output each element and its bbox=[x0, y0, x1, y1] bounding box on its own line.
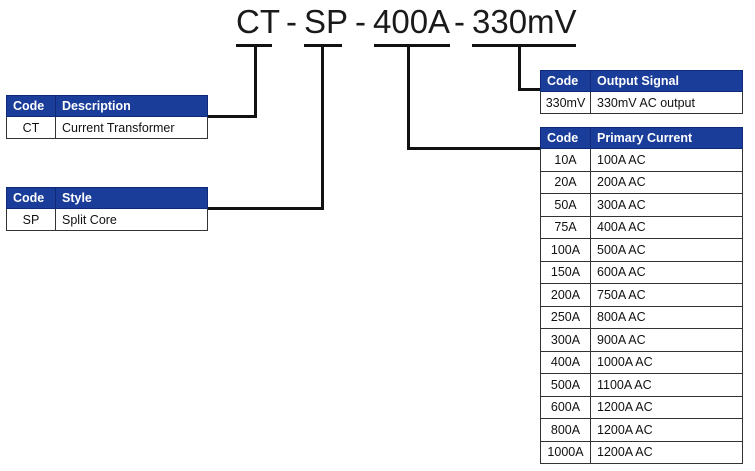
connector-ct bbox=[208, 115, 257, 118]
code-cell: 150A bbox=[540, 260, 591, 284]
code-cell: 600A bbox=[540, 395, 591, 419]
model-part-ct: CT bbox=[236, 3, 280, 40]
code-cell: 300A bbox=[540, 328, 591, 352]
header-code: Code bbox=[6, 95, 56, 117]
connector-sp bbox=[208, 207, 324, 210]
value-cell: 800A AC bbox=[590, 305, 743, 329]
value-cell: 300A AC bbox=[590, 193, 743, 217]
underline-current bbox=[374, 44, 450, 47]
connector-current bbox=[407, 46, 410, 150]
value-cell: 1200A AC bbox=[590, 418, 743, 442]
code-cell: 500A bbox=[540, 373, 591, 397]
value-cell: 200A AC bbox=[590, 170, 743, 194]
table-row: 330mV 330mV AC output bbox=[540, 91, 743, 114]
value-cell: 330mV AC output bbox=[590, 91, 743, 114]
model-separator: - bbox=[454, 3, 465, 40]
description-table: Code Description CT Current Transformer bbox=[6, 95, 208, 139]
code-cell: 10A bbox=[540, 148, 591, 172]
style-table: Code Style SP Split Core bbox=[6, 187, 208, 231]
header-primary-current: Primary Current bbox=[590, 127, 743, 149]
header-code: Code bbox=[6, 187, 56, 209]
value-cell: 1200A AC bbox=[590, 395, 743, 419]
value-cell: 600A AC bbox=[590, 260, 743, 284]
value-cell: 400A AC bbox=[590, 215, 743, 239]
connector-sp bbox=[321, 46, 324, 210]
code-cell: 100A bbox=[540, 238, 591, 262]
header-description: Description bbox=[55, 95, 208, 117]
underline-output bbox=[472, 44, 576, 47]
connector-output bbox=[518, 46, 521, 91]
connector-current bbox=[407, 147, 540, 150]
model-part-current: 400A bbox=[373, 3, 451, 40]
value-cell: 900A AC bbox=[590, 328, 743, 352]
value-cell: 1000A AC bbox=[590, 350, 743, 374]
code-cell: 330mV bbox=[540, 91, 591, 114]
code-cell: 250A bbox=[540, 305, 591, 329]
connector-output bbox=[518, 88, 540, 91]
model-separator: - bbox=[286, 3, 297, 40]
model-separator: - bbox=[355, 3, 366, 40]
output-signal-table: Code Output Signal 330mV 330mV AC output bbox=[540, 70, 743, 114]
value-cell: 500A AC bbox=[590, 238, 743, 262]
header-code: Code bbox=[540, 70, 591, 92]
table-row: CT Current Transformer bbox=[6, 116, 208, 139]
table-row: SP Split Core bbox=[6, 208, 208, 231]
value-cell: Current Transformer bbox=[55, 116, 208, 139]
model-part-sp: SP bbox=[304, 3, 349, 40]
code-cell: 800A bbox=[540, 418, 591, 442]
code-cell: 400A bbox=[540, 350, 591, 374]
code-cell: 20A bbox=[540, 170, 591, 194]
connector-ct bbox=[254, 46, 257, 118]
value-cell: 100A AC bbox=[590, 148, 743, 172]
underline-ct bbox=[236, 44, 272, 47]
code-cell: CT bbox=[6, 116, 56, 139]
header-code: Code bbox=[540, 127, 591, 149]
model-part-output: 330mV bbox=[472, 3, 577, 40]
value-cell: 1100A AC bbox=[590, 373, 743, 397]
code-cell: 75A bbox=[540, 215, 591, 239]
underline-sp bbox=[304, 44, 342, 47]
code-cell: 1000A bbox=[540, 440, 591, 464]
value-cell: 1200A AC bbox=[590, 440, 743, 464]
header-style: Style bbox=[55, 187, 208, 209]
header-output-signal: Output Signal bbox=[590, 70, 743, 92]
code-cell: 50A bbox=[540, 193, 591, 217]
code-cell: 200A bbox=[540, 283, 591, 307]
value-cell: Split Core bbox=[55, 208, 208, 231]
code-cell: SP bbox=[6, 208, 56, 231]
value-cell: 750A AC bbox=[590, 283, 743, 307]
